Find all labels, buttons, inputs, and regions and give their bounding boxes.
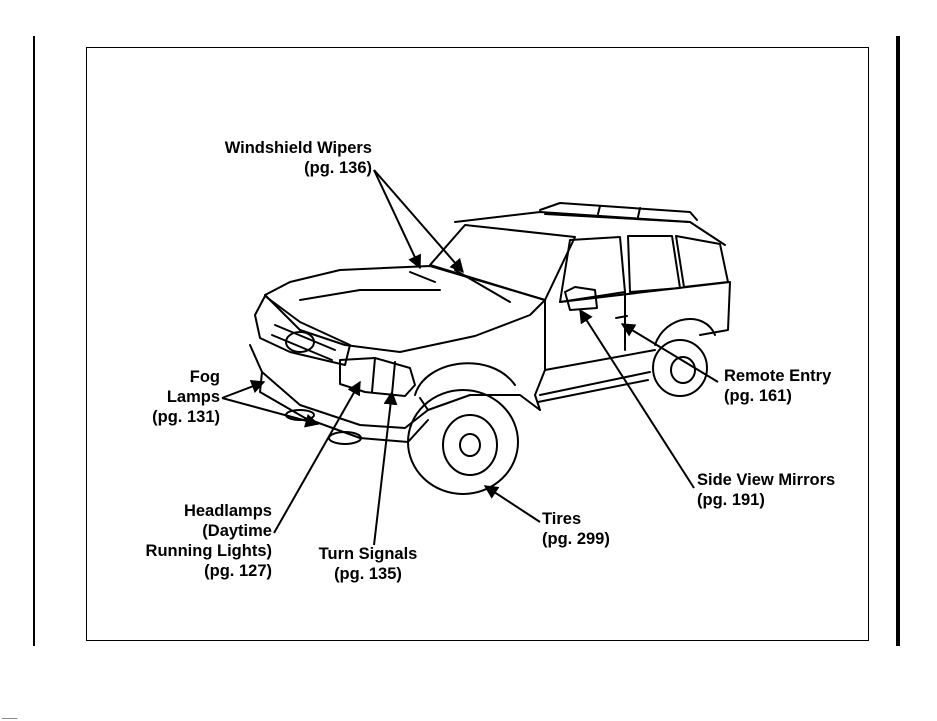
quarter-window	[676, 236, 728, 287]
rear-side-window	[628, 236, 680, 292]
remote-entry-page-ref: (pg. 161)	[724, 386, 854, 406]
turn-signals-page-ref: (pg. 135)	[308, 564, 428, 584]
tires-callout: Tires (pg. 299)	[542, 509, 642, 549]
remote-entry-callout: Remote Entry (pg. 161)	[724, 366, 854, 406]
wipers-callout: Windshield Wipers (pg. 136)	[214, 138, 372, 178]
tires-label: Tires	[542, 509, 642, 529]
headlamps-label-line2: (Daytime	[130, 521, 272, 541]
front-bumper	[250, 345, 428, 428]
mirrors-label: Side View Mirrors	[697, 470, 857, 490]
headlamps-page-ref: (pg. 127)	[130, 561, 272, 581]
windshield	[430, 225, 575, 300]
headlamps-label-line3: Running Lights)	[130, 541, 272, 561]
turn-signals-callout: Turn Signals (pg. 135)	[308, 544, 428, 584]
mirrors-page-ref: (pg. 191)	[697, 490, 857, 510]
remote-entry-label: Remote Entry	[724, 366, 854, 386]
footer-mark: ____	[2, 712, 18, 720]
fog-lamps-page-ref: (pg. 131)	[140, 407, 220, 427]
headlamps-callout: Headlamps (Daytime Running Lights) (pg. …	[130, 501, 272, 581]
front-side-window	[560, 237, 625, 302]
headlamp-cluster	[340, 358, 415, 396]
mirrors-callout: Side View Mirrors (pg. 191)	[697, 470, 857, 510]
wipers-label: Windshield Wipers	[214, 138, 372, 158]
wipers-page-ref: (pg. 136)	[214, 158, 372, 178]
headlamps-label-line1: Headlamps	[130, 501, 272, 521]
tires-page-ref: (pg. 299)	[542, 529, 642, 549]
fog-lamps-label-line1: Fog	[140, 367, 220, 387]
turn-signals-label: Turn Signals	[308, 544, 428, 564]
fog-lamps-label-line2: Lamps	[140, 387, 220, 407]
fog-lamp-right	[329, 432, 361, 444]
fog-lamps-callout: Fog Lamps (pg. 131)	[140, 367, 220, 427]
front-tire	[408, 390, 518, 494]
